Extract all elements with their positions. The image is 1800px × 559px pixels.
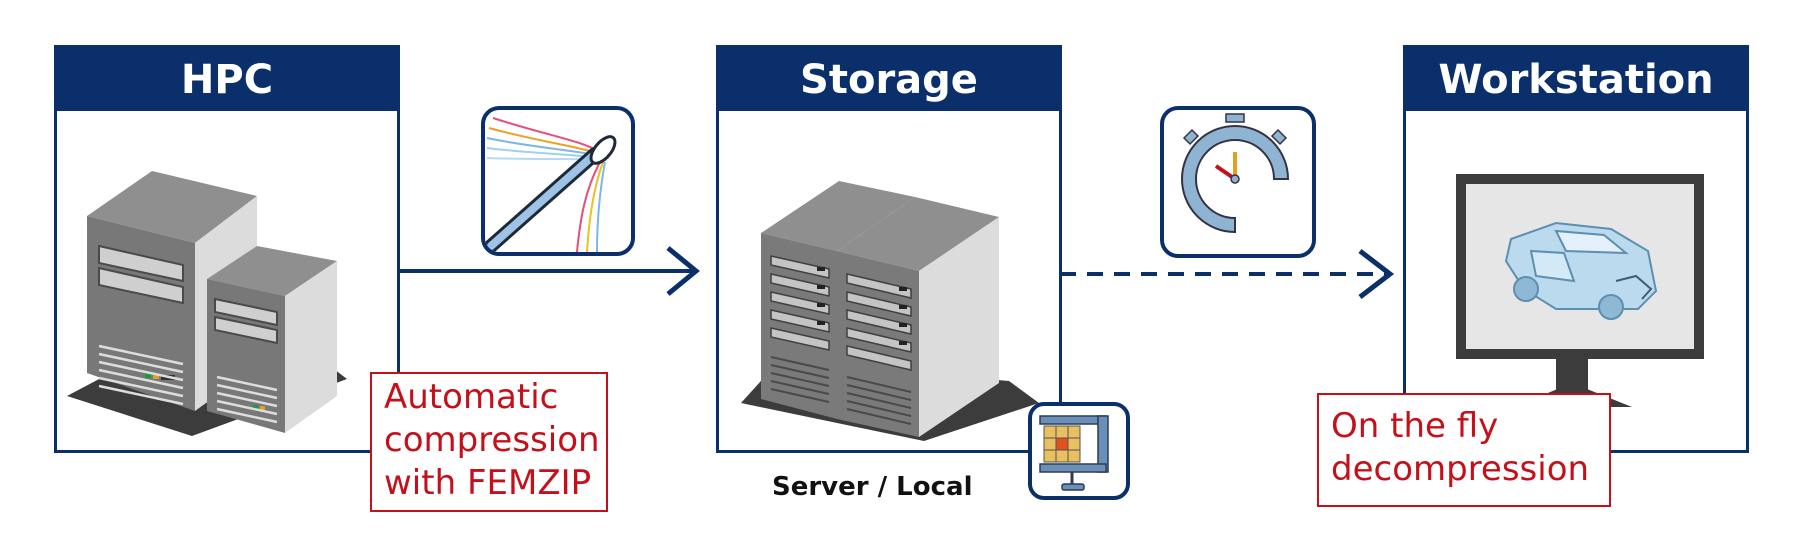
workstation-panel: Workstation xyxy=(1403,45,1749,453)
hpc-panel: HPC xyxy=(54,45,400,453)
storage-panel-title: Storage xyxy=(719,48,1059,111)
workstation-panel-title: Workstation xyxy=(1406,48,1746,111)
rack-server-icon xyxy=(741,181,1039,441)
crash-car xyxy=(1504,221,1658,320)
stopwatch-badge xyxy=(1160,106,1316,258)
fiber-optic-badge xyxy=(481,106,635,256)
solid-arrow xyxy=(398,246,700,296)
fiber-optic-cable-icon xyxy=(485,117,617,252)
femzip-badge xyxy=(1028,402,1130,500)
server-towers-icon xyxy=(67,171,347,436)
compression-note: Automatic compression with FEMZIP xyxy=(370,372,608,512)
compression-note-line: Automatic xyxy=(384,377,559,417)
dashed-arrow xyxy=(1060,249,1395,299)
decompression-note-line: decompression xyxy=(1331,449,1590,489)
femzip-clamp-icon xyxy=(1039,415,1109,491)
decompression-note: On the fly decompression xyxy=(1317,393,1611,507)
compression-note-line: with FEMZIP xyxy=(384,463,592,503)
storage-panel: Storage xyxy=(716,45,1062,453)
stopwatch-icon xyxy=(1181,113,1290,234)
monitor-crash-car-icon xyxy=(1456,174,1704,407)
hpc-panel-title: HPC xyxy=(57,48,397,111)
storage-caption: Server / Local xyxy=(772,472,973,502)
compression-note-line: compression xyxy=(384,420,600,460)
decompression-note-line: On the fly xyxy=(1331,406,1499,446)
